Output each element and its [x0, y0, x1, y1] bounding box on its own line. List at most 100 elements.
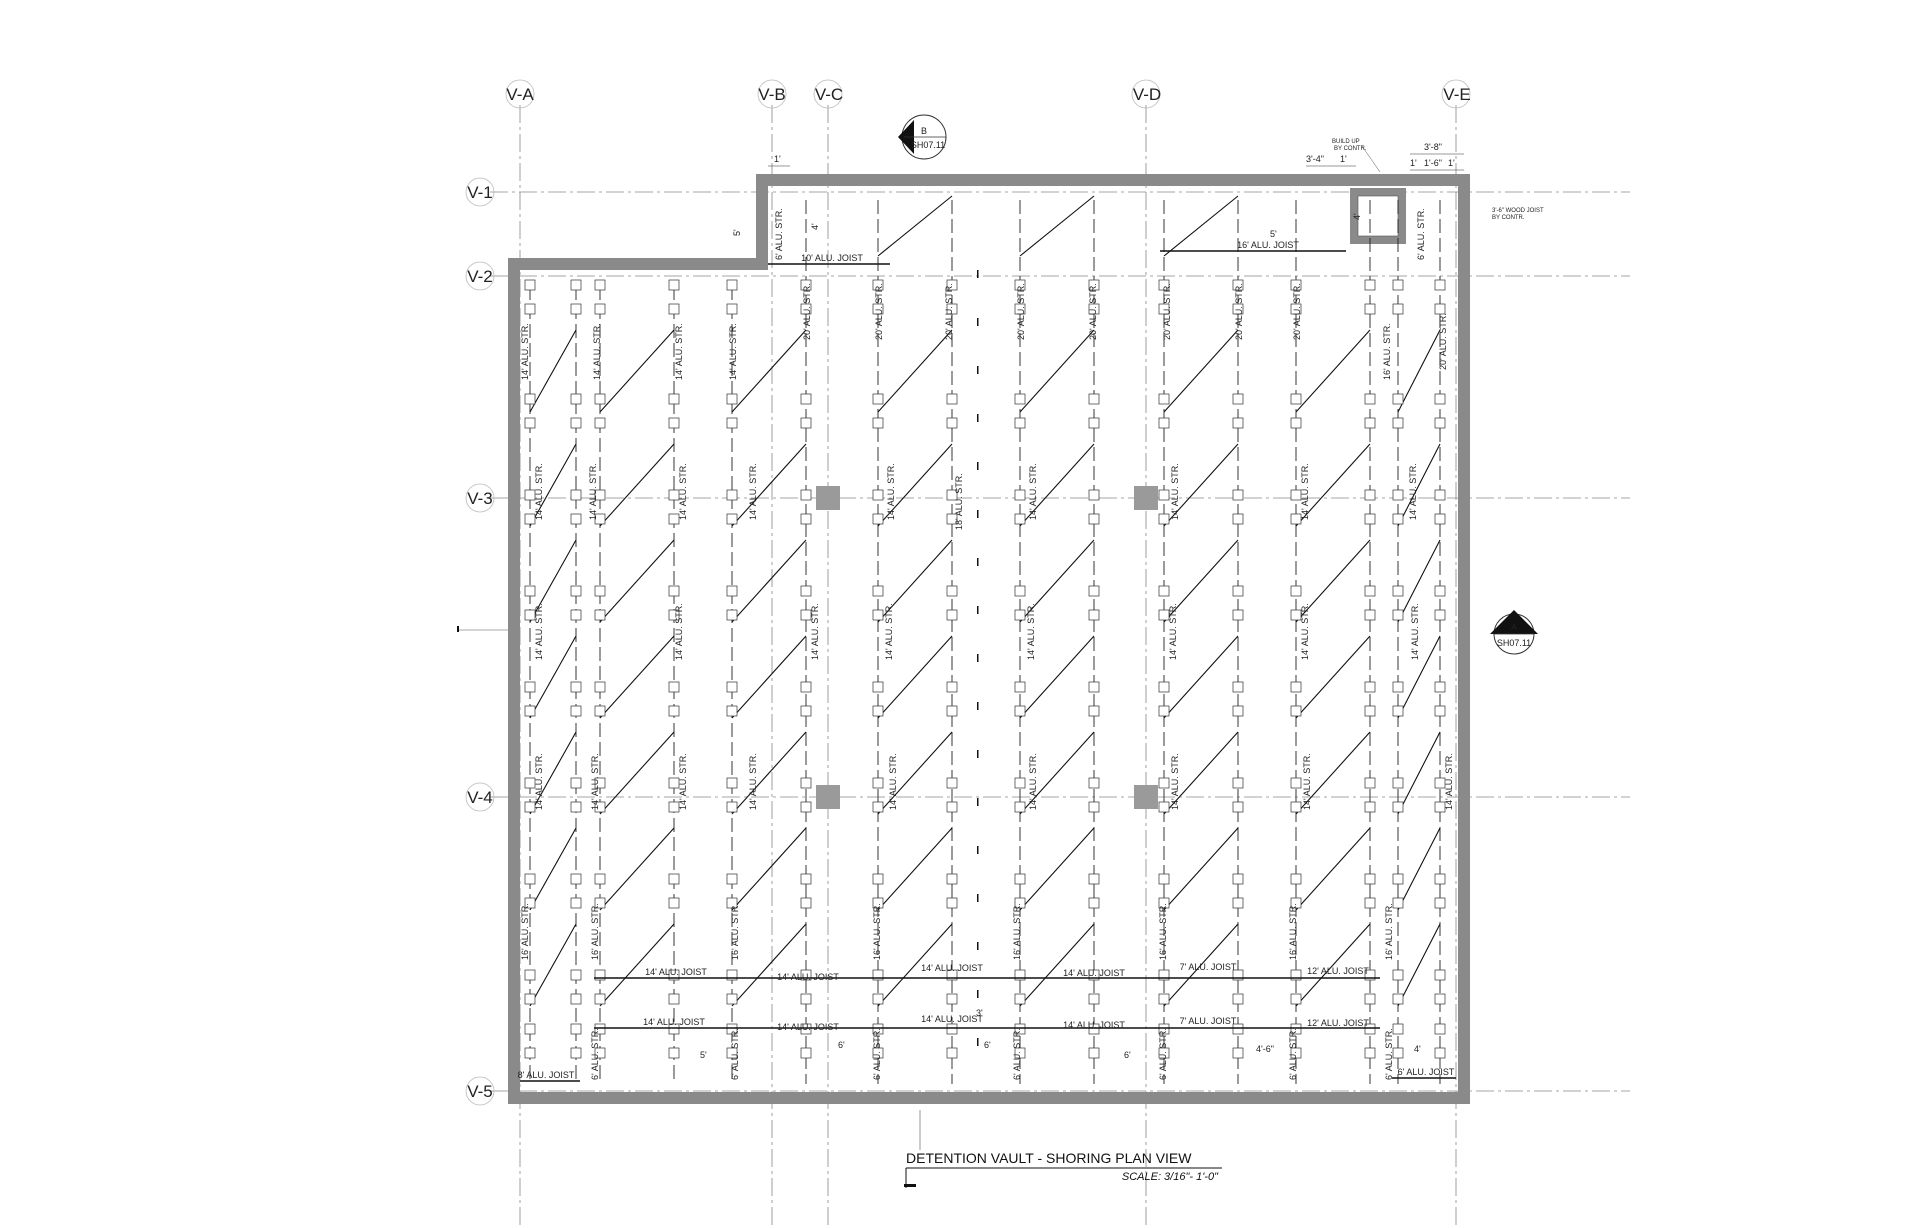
column: [1134, 486, 1158, 510]
shore-post: [1392, 873, 1404, 885]
diagonal-brace: [1295, 923, 1371, 1007]
shore-post: [570, 777, 582, 789]
shore-post: [1434, 705, 1446, 717]
grid-col-ve: V-E: [1443, 85, 1470, 104]
joist-label: 14' ALU. JOIST: [1063, 968, 1125, 978]
shore-post: [1232, 969, 1244, 981]
shore-post: [946, 489, 958, 501]
shore-post: [800, 609, 812, 621]
shore-post: [872, 873, 884, 885]
shore-post: [872, 303, 884, 315]
shore-post: [1364, 873, 1376, 885]
shore-post: [1434, 513, 1446, 525]
shore-post: [1088, 969, 1100, 981]
shore-post: [872, 585, 884, 597]
shore-post: [872, 777, 884, 789]
shore-post: [1158, 513, 1170, 525]
shore-post: [1392, 993, 1404, 1005]
shore-post: [872, 393, 884, 405]
shore-post: [1158, 801, 1170, 813]
diagonal-brace: [529, 329, 577, 413]
drawing-title-block: DETENTION VAULT - SHORING PLAN VIEW SCAL…: [904, 1110, 1222, 1188]
shore-post: [800, 969, 812, 981]
shore-post: [1088, 1047, 1100, 1059]
shore-post: [1014, 681, 1026, 693]
shore-post: [946, 681, 958, 693]
shore-post: [1290, 681, 1302, 693]
joist-label: 12' ALU. JOIST: [1307, 966, 1369, 976]
tick-mark: [977, 366, 979, 374]
section-marker-b: B SH07.11: [898, 114, 947, 160]
shore-post: [800, 585, 812, 597]
tick-mark: [977, 702, 979, 710]
shore-post: [1088, 777, 1100, 789]
diagonal-brace: [731, 443, 807, 527]
diagonal-brace: [1295, 635, 1371, 719]
shore-post: [1014, 993, 1026, 1005]
diagonal-brace: [877, 443, 953, 527]
shore-post: [570, 873, 582, 885]
shore-post: [1014, 1023, 1026, 1035]
shore-post: [1434, 393, 1446, 405]
shore-post: [594, 609, 606, 621]
shore-post: [1088, 279, 1100, 291]
shore-post: [800, 513, 812, 525]
joist-label: 7' ALU. JOIST: [1180, 962, 1237, 972]
shore-post: [594, 705, 606, 717]
shore-post: [1088, 1023, 1100, 1035]
shore-post: [1434, 585, 1446, 597]
shore-post: [1434, 303, 1446, 315]
diagonal-brace: [599, 827, 675, 911]
joist-label: 16' ALU. JOIST: [1237, 240, 1299, 250]
diagonal-brace: [599, 923, 675, 1007]
shore-post: [872, 489, 884, 501]
shore-post: [1088, 897, 1100, 909]
section-letter: B: [921, 126, 927, 136]
strut-label: 6' ALU. STR.: [872, 1028, 882, 1080]
tick-mark: [977, 558, 979, 566]
shore-post: [668, 897, 680, 909]
shore-post: [1014, 969, 1026, 981]
diagonal-brace: [1397, 635, 1441, 719]
tick-mark: [977, 942, 979, 950]
diagonal-brace: [1163, 731, 1239, 815]
strut-label: 14' ALU. STR.: [1444, 753, 1454, 810]
shore-post: [1364, 393, 1376, 405]
grid-row-v1: V-1: [467, 183, 493, 202]
strut-label: 20' ALU. STR.: [1438, 313, 1448, 370]
strut-label: 18' ALU. STR.: [954, 473, 964, 530]
section-sheet: SH07.11: [911, 140, 945, 150]
shore-post: [872, 609, 884, 621]
strut-label: 6' ALU. STR.: [590, 1028, 600, 1080]
shore-post: [1158, 969, 1170, 981]
shore-post: [726, 1047, 738, 1059]
grid-bubbles: [465, 79, 1471, 1106]
shore-post: [524, 1023, 536, 1035]
dimension-label: 4'-6": [1256, 1044, 1274, 1054]
strut-label: 14' ALU. STR.: [748, 753, 758, 810]
diagonal-brace: [1397, 539, 1441, 623]
shore-post: [872, 1047, 884, 1059]
shore-post: [1158, 279, 1170, 291]
diagonal-brace: [1295, 443, 1371, 527]
shore-post: [1392, 1047, 1404, 1059]
diagonal-brace: [599, 731, 675, 815]
diagonal-brace: [1397, 827, 1441, 911]
shore-post: [872, 801, 884, 813]
dimension-label: 5': [700, 1050, 707, 1060]
joist-label: 7' ALU. JOIST: [1180, 1016, 1237, 1026]
shore-post: [570, 489, 582, 501]
strut-label: 14' ALU. STR.: [884, 603, 894, 660]
shore-post: [800, 393, 812, 405]
shore-post: [1232, 279, 1244, 291]
shore-post: [1364, 1023, 1376, 1035]
shore-post: [800, 681, 812, 693]
strut-label: 20' ALU. STR.: [944, 283, 954, 340]
tick-mark: [977, 606, 979, 614]
shore-post: [1434, 873, 1446, 885]
shore-post: [1392, 585, 1404, 597]
strut-label: 14' ALU. STR.: [534, 463, 544, 520]
shore-post: [570, 705, 582, 717]
shoring-layout: [524, 195, 1446, 1084]
shore-post: [570, 417, 582, 429]
